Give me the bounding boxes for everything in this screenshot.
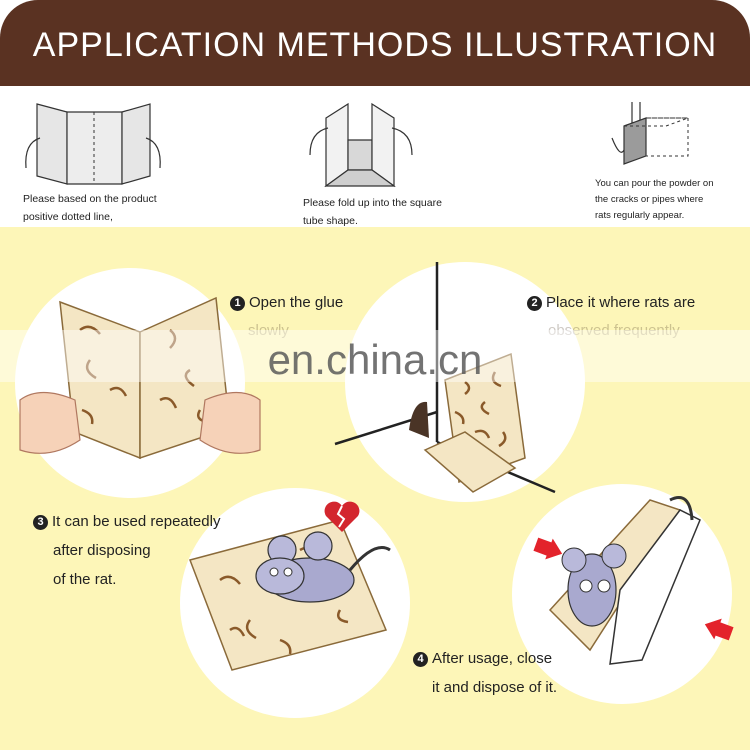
tube-fold-icon (306, 100, 416, 192)
watermark-text: en.china.cn (0, 336, 750, 384)
step-4-number: 4 (413, 652, 428, 667)
folded-card-icon (22, 98, 162, 188)
arrow-right-icon (535, 538, 563, 560)
step-4-label-2: it and dispose of it. (432, 679, 557, 696)
tube-powder-icon (610, 98, 710, 178)
step-1-number: 1 (230, 296, 245, 311)
page-title: APPLICATION METHODS ILLUSTRATION (0, 26, 750, 65)
step-3-label-2: after disposing (53, 542, 151, 559)
step-3-number: 3 (33, 515, 48, 530)
broken-heart-icon (322, 500, 362, 534)
trapped-mouse-icon (190, 500, 420, 670)
arrow-left-icon (704, 618, 732, 640)
step-2-number: 2 (527, 296, 542, 311)
step-3-label-3: of the rat. (53, 571, 116, 588)
closed-trap-icon (530, 490, 740, 670)
